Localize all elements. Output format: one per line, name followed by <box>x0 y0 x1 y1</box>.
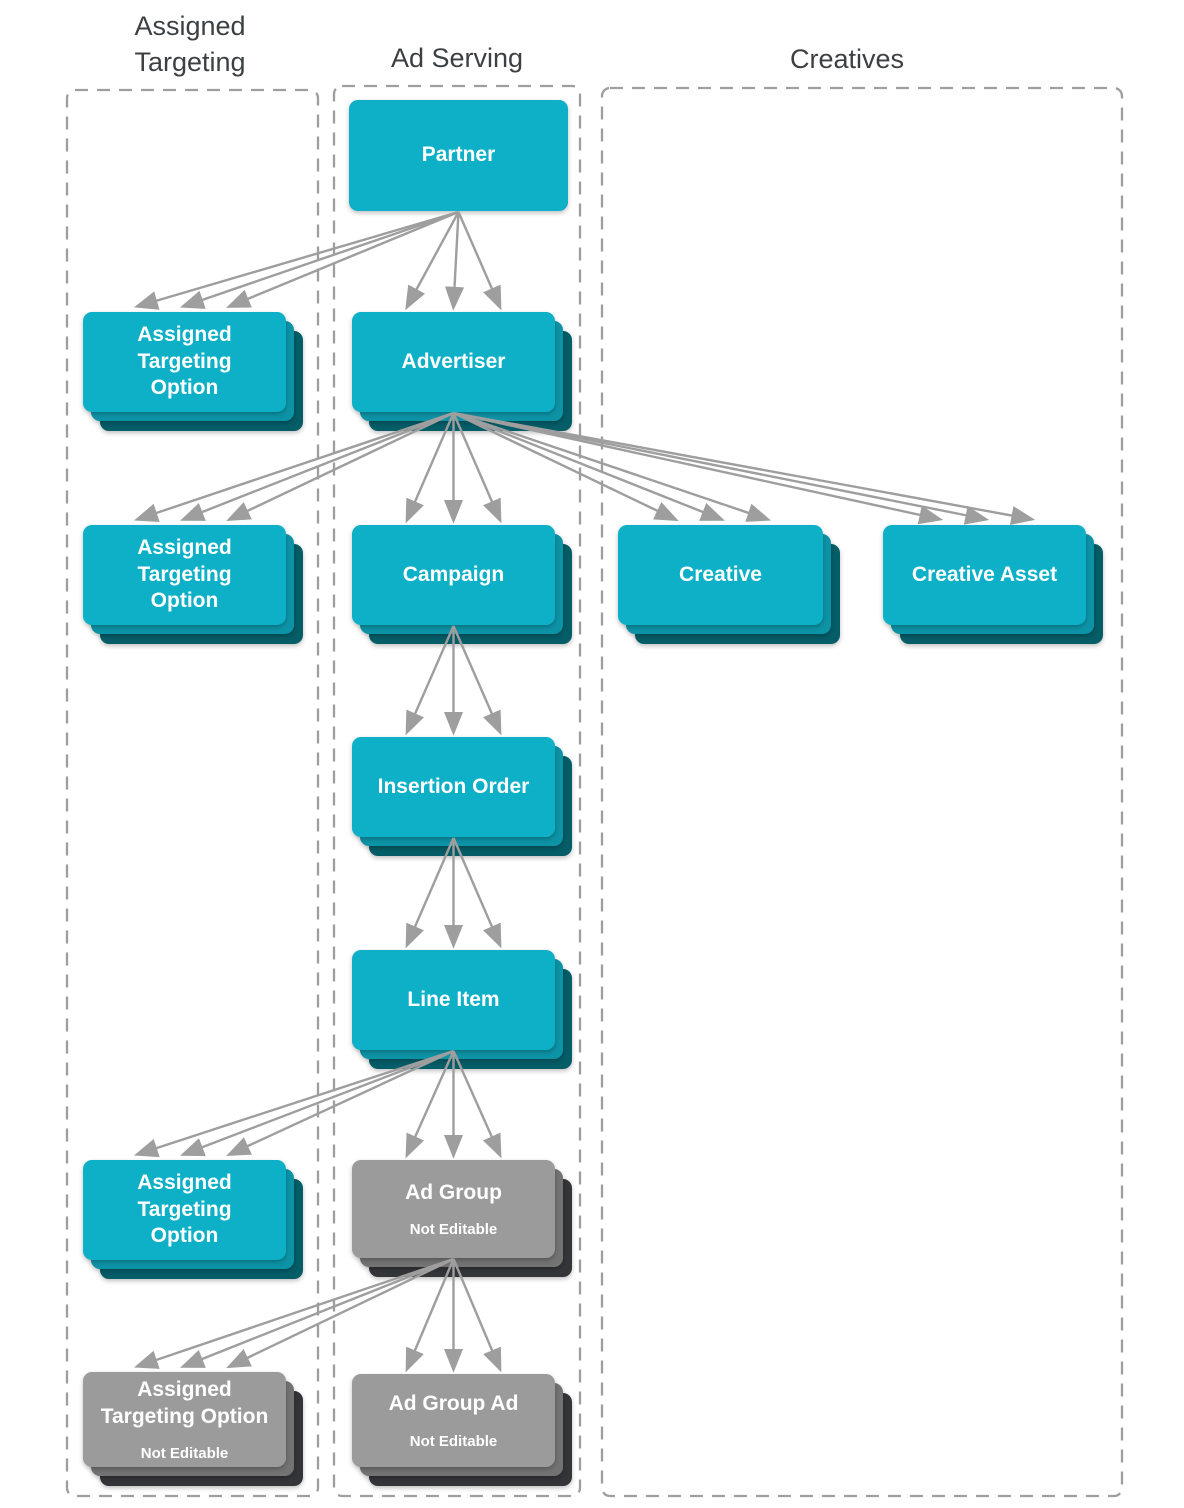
node-label: Assigned Targeting Option <box>137 535 232 613</box>
node-card: Insertion Order <box>352 737 555 837</box>
node-card: Ad Group Ad Not Editable <box>352 1374 555 1467</box>
node-label: Creative Asset <box>911 562 1058 586</box>
node-ato-1: Assigned Targeting Option <box>83 312 303 431</box>
node-creative: Creative <box>618 525 840 644</box>
node-label: Insertion Order <box>377 774 530 798</box>
node-label: Ad Group Ad <box>388 1392 519 1416</box>
node-ato-3: Assigned Targeting Option <box>83 1160 303 1279</box>
node-label: Ad Group <box>405 1180 502 1204</box>
node-card: Advertiser <box>352 312 555 412</box>
column-title-ad-serving: Ad Serving <box>390 43 524 73</box>
node-label: Campaign <box>402 562 505 586</box>
node-campaign: Campaign <box>352 525 572 644</box>
node-label: Partner <box>421 143 496 167</box>
node-sublabel: Not Editable <box>140 1445 229 1463</box>
node-partner: Partner <box>349 100 568 211</box>
node-creative-asset: Creative Asset <box>883 525 1103 644</box>
node-ato-2: Assigned Targeting Option <box>83 525 303 644</box>
node-sublabel: Not Editable <box>409 1432 498 1450</box>
column-title-assigned-targeting: Assigned Targeting <box>134 11 246 78</box>
node-card: Assigned Targeting Option <box>83 1160 286 1260</box>
node-card: Campaign <box>352 525 555 625</box>
node-insertion-order: Insertion Order <box>352 737 572 856</box>
node-label: Creative <box>679 562 762 586</box>
node-label: Assigned Targeting Option <box>137 322 232 400</box>
node-label: Assigned Targeting Option <box>100 1377 269 1428</box>
node-line-item: Line Item <box>352 950 572 1069</box>
node-label: Assigned Targeting Option <box>137 1170 232 1248</box>
column-title-creatives: Creatives <box>789 44 905 74</box>
node-card: Creative <box>618 525 823 625</box>
node-advertiser: Advertiser <box>352 312 572 431</box>
node-card: Assigned Targeting Option <box>83 312 286 412</box>
node-card: Assigned Targeting Option <box>83 525 286 625</box>
node-sublabel: Not Editable <box>409 1221 498 1239</box>
node-card: Line Item <box>352 950 555 1050</box>
node-card: Creative Asset <box>883 525 1086 625</box>
node-ad-group-ad: Ad Group Ad Not Editable <box>352 1374 572 1486</box>
node-label: Advertiser <box>401 349 506 373</box>
node-card: Partner <box>349 100 568 211</box>
node-label: Line Item <box>407 987 500 1011</box>
